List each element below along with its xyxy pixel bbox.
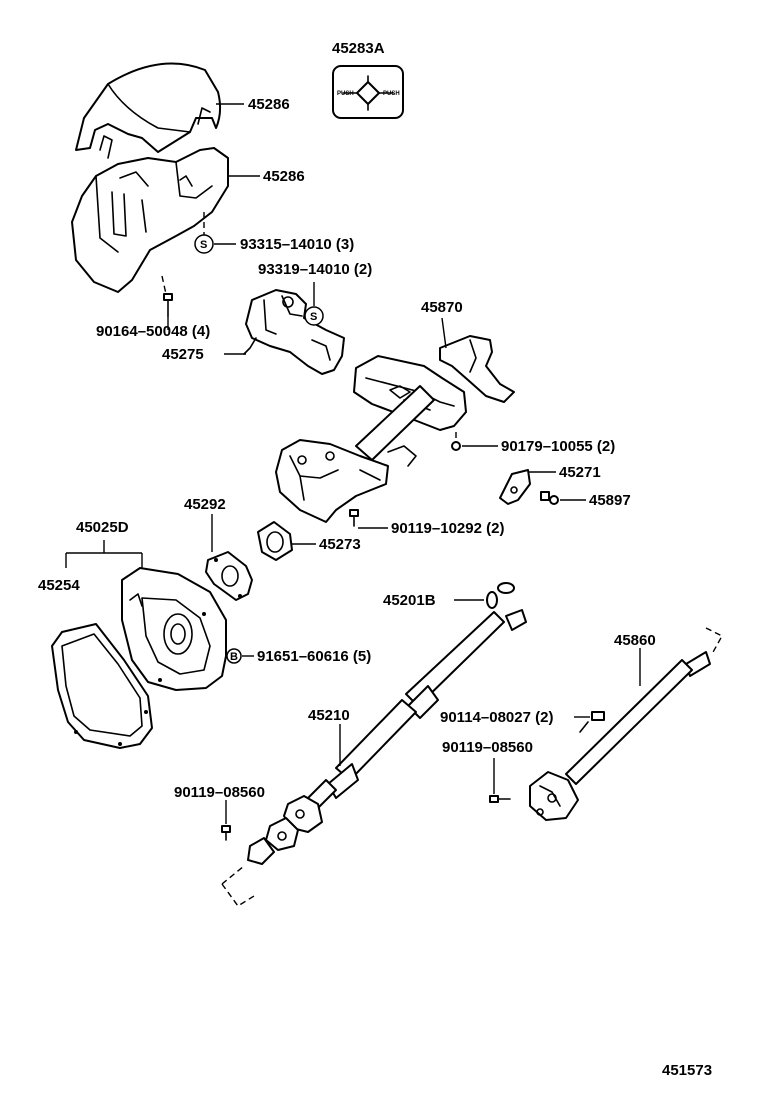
part-label-90114: 90114–08027 (2): [440, 709, 553, 726]
part-label-45273: 45273: [319, 536, 361, 553]
b-symbol: B: [230, 651, 238, 663]
part-label-90119-08560-left: 90119–08560: [174, 784, 265, 801]
s-symbol-2: S: [310, 311, 317, 323]
steering-column-assembly-45870: [275, 335, 515, 523]
b-symbol-icon: [226, 648, 242, 664]
part-label-91651: 91651–60616 (5): [257, 648, 371, 665]
part-label-45275: 45275: [162, 346, 204, 363]
part-label-90119-10292: 90119–10292 (2): [391, 520, 504, 537]
bearing-45273: [257, 521, 293, 561]
s-symbol-icon: [194, 234, 214, 254]
diagram-id: 451573: [662, 1062, 712, 1079]
lower-shaft-45860: [529, 651, 711, 821]
bolt-90119-08560-left-icon: [221, 825, 231, 841]
intermediate-shaft-45210: [247, 609, 527, 865]
bolt-90119-08560-right-icon: [489, 795, 511, 803]
part-label-45271: 45271: [559, 464, 601, 481]
bolt-90114-icon: [579, 711, 605, 733]
column-bracket-45275: [243, 289, 345, 375]
clip-45271: [499, 469, 531, 505]
part-label-45286-lower: 45286: [263, 168, 305, 185]
screw-45897-icon: [540, 491, 559, 505]
part-label-45283A: 45283A: [332, 40, 385, 57]
label-plate-45283A: PUSH PUSH: [332, 65, 404, 119]
clip-45201B: [486, 582, 515, 609]
label-plate-right-text: PUSH: [383, 91, 400, 97]
part-label-45254: 45254: [38, 577, 80, 594]
part-label-45201B: 45201B: [383, 592, 436, 609]
part-label-93315: 93315–14010 (3): [240, 236, 354, 253]
part-label-45292: 45292: [184, 496, 226, 513]
part-label-90164: 90164–50048 (4): [96, 323, 210, 340]
cover-plate-45292: [205, 551, 253, 601]
s-symbol-icon: [304, 306, 324, 326]
part-label-45025D: 45025D: [76, 519, 129, 536]
part-label-45286-upper: 45286: [248, 96, 290, 113]
label-plate-left-text: PUSH: [337, 91, 354, 97]
part-label-45897: 45897: [589, 492, 631, 509]
part-label-45210: 45210: [308, 707, 350, 724]
part-label-93319: 93319–14010 (2): [258, 261, 372, 278]
upper-column-cover-45286: [75, 62, 222, 159]
lower-column-cover-45286: [71, 147, 229, 293]
part-label-90179: 90179–10055 (2): [501, 438, 615, 455]
s-symbol-1: S: [200, 239, 207, 251]
screw-90164-icon: [163, 293, 173, 317]
nut-90179-icon: [451, 441, 461, 451]
boot-plate-45254: [51, 623, 153, 749]
part-label-90119-08560-right: 90119–08560: [442, 739, 533, 756]
bolt-90119-10292-icon: [349, 509, 359, 527]
part-label-45870: 45870: [421, 299, 463, 316]
part-label-45860: 45860: [614, 632, 656, 649]
boot-45025D: [121, 567, 227, 691]
